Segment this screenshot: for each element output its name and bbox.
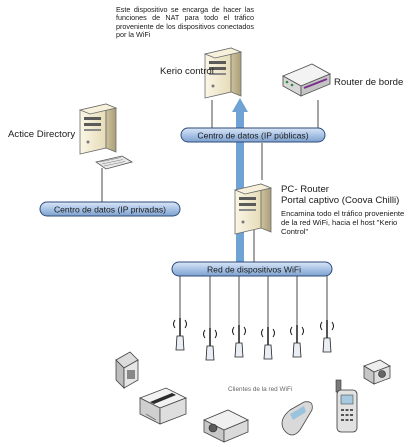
projector-icon xyxy=(203,409,249,443)
pc-router-description: Encamina todo el tráfico proveniente de … xyxy=(281,209,405,236)
wifi-clients-label: Clientes de la red WiFi xyxy=(228,386,293,393)
traffic-arrow xyxy=(232,98,248,262)
access-point-6-icon xyxy=(320,319,334,353)
access-point-2-icon xyxy=(203,327,217,361)
camera-icon xyxy=(363,359,391,385)
access-point-1-icon xyxy=(173,317,187,351)
access-point-3-icon xyxy=(232,324,246,358)
border-router-icon xyxy=(281,63,332,97)
connection-lines xyxy=(101,100,319,262)
webcam-icon xyxy=(115,351,139,389)
printer-icon xyxy=(139,387,187,425)
pc-router-label: PC- Router Portal captivo (Coova Chilli) xyxy=(281,184,399,207)
captive-portal-label: Portal captivo (Coova Chilli) xyxy=(281,195,400,207)
ad-server-icon xyxy=(79,103,134,170)
bus-wifi-network-label: Red de dispositivos WiFi xyxy=(207,265,301,275)
access-points xyxy=(173,276,334,361)
border-router-label: Router de borde xyxy=(334,77,404,88)
mobile-phone-icon xyxy=(281,401,313,436)
bus-private-dc-label: Centro de datos (IP privadas) xyxy=(54,205,166,215)
nat-description: Este dispositivo se encarga de hacer las… xyxy=(116,5,254,40)
access-point-5-icon xyxy=(290,324,304,358)
kerio-control-label: Kerio control xyxy=(160,66,214,77)
pc-router-title: PC- Router xyxy=(281,184,329,195)
bus-public-dc: Centro de datos (IP públicas) xyxy=(180,127,326,143)
cell-phone-icon xyxy=(335,379,358,433)
active-directory-label: Actice Directory xyxy=(8,129,76,140)
access-point-4-icon xyxy=(261,326,275,360)
bus-public-dc-label: Centro de datos (IP públicas) xyxy=(197,131,308,141)
bus-wifi-network: Red de dispositivos WiFi xyxy=(171,261,333,277)
pc-router-server-icon xyxy=(234,183,272,235)
bus-private-dc: Centro de datos (IP privadas) xyxy=(39,201,181,217)
